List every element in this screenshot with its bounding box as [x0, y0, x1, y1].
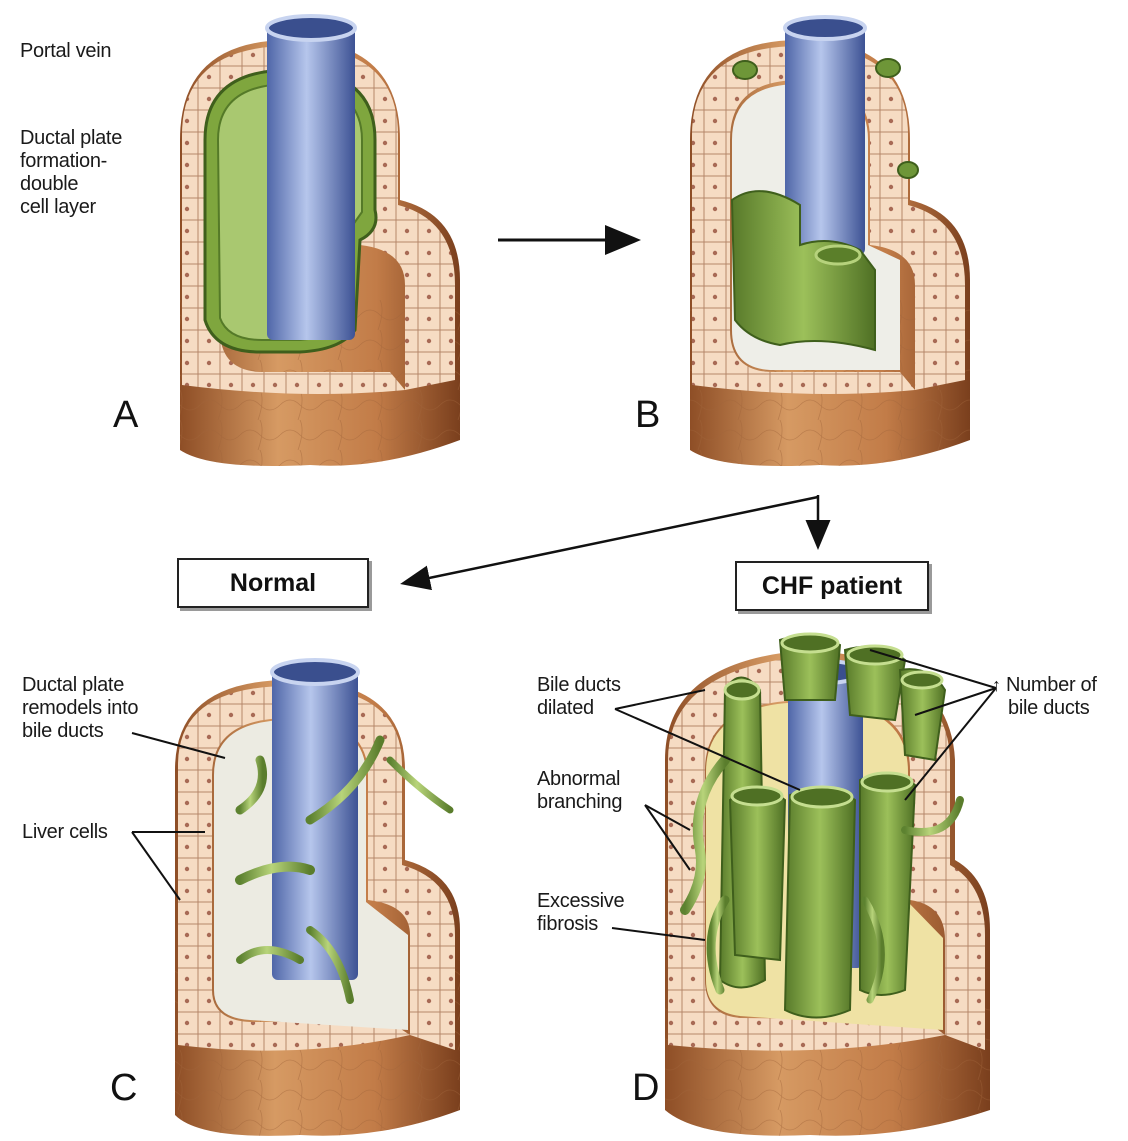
- panel-a-portal-vein: [267, 25, 355, 340]
- excessive-fibrosis-label: Excessive fibrosis: [537, 890, 624, 936]
- panel-c-letter: C: [110, 1068, 137, 1108]
- liver-cells-label: Liver cells: [22, 821, 108, 844]
- ductal-plate-label: Ductal plate formation- double cell laye…: [20, 127, 122, 219]
- number-of-bile-ducts-label: ↑ Number of bile ducts: [992, 674, 1097, 720]
- remodel-label: Ductal plate remodels into bile ducts: [22, 674, 138, 743]
- increase-arrow-icon: ↑: [992, 675, 1001, 695]
- bile-ducts-dilated-label: Bile ducts dilated: [537, 674, 621, 720]
- panel-b-illustration: [690, 17, 970, 466]
- abnormal-branching-label: Abnormal branching: [537, 768, 622, 814]
- panel-b-letter: B: [635, 395, 660, 435]
- portal-vein-label: Portal vein: [20, 40, 111, 63]
- panel-d-illustration: [665, 634, 990, 1136]
- chf-patient-outcome-box: CHF patient: [735, 561, 929, 611]
- panel-c-illustration: [175, 660, 460, 1136]
- normal-outcome-box: Normal: [177, 558, 369, 608]
- panel-a-letter: A: [113, 395, 138, 435]
- panel-d-letter: D: [632, 1068, 659, 1108]
- panel-a-illustration: [180, 16, 460, 466]
